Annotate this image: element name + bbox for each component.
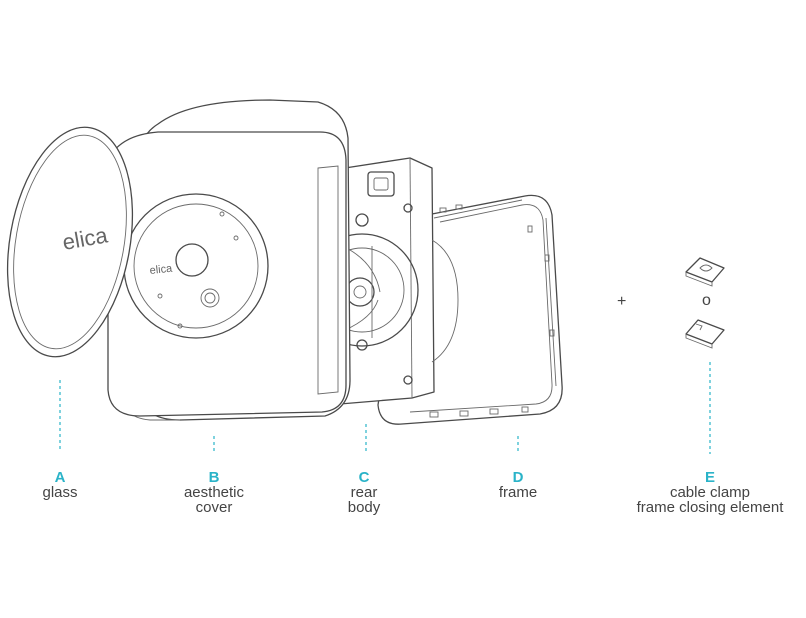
label-c-line-1: rear [350,484,378,501]
circle-symbol: o [702,292,711,309]
aesthetic-cover-part: elica [107,99,351,421]
label-name-b: aesthetic cover [104,485,324,515]
label-name-d: frame [408,485,628,500]
label-b-line-2: cover [195,499,233,516]
label-letter-a: A [54,469,66,486]
glass-part: elica [6,126,134,358]
plus-symbol: + [617,293,627,310]
label-letter-b: B [208,469,220,486]
label-letter-c: C [358,469,370,486]
label-name-e: cable clamp frame closing element [600,485,806,515]
label-letter-d: D [512,469,524,486]
label-d-line-1: frame [498,484,538,501]
label-a-line-1: glass [42,484,78,501]
label-c-line-2: body [347,499,381,516]
frame-part [377,194,563,425]
cable-clamp-part [685,257,725,287]
label-e-line-2: frame closing element [636,499,784,516]
label-letter-e: E [704,469,715,486]
cover-logo-text: elica [149,263,174,277]
label-name-c: rear body [254,485,474,515]
frame-closing-element-part [685,319,725,349]
label-e-line-1: cable clamp [669,484,751,501]
label-name-a: glass [0,485,170,500]
label-b-line-1: aesthetic [183,484,245,501]
